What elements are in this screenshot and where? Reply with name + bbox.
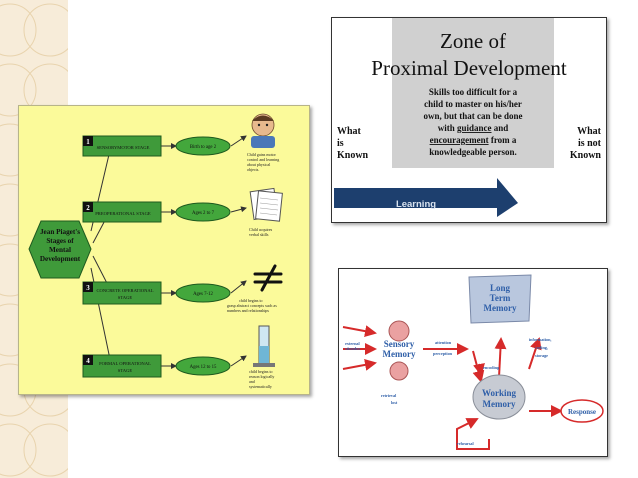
test-tube-icon xyxy=(253,325,275,367)
stage-number: 1 xyxy=(86,138,90,146)
stage-label: FORMAL OPERATIONAL xyxy=(99,361,151,366)
stage-age: Ages 12 to 15 xyxy=(190,365,217,370)
stage-desc-4: objects. xyxy=(247,167,259,172)
attention-1: attention xyxy=(435,340,452,345)
response-oval xyxy=(560,399,604,423)
retrieval-right-3: storage xyxy=(535,353,548,358)
stage-desc-1: Child gains motor xyxy=(247,152,277,157)
learning-arrow xyxy=(334,178,518,217)
working-1: Working xyxy=(482,388,517,398)
zpd-known-3: Known xyxy=(337,150,369,161)
center-line-4: Development xyxy=(40,255,81,263)
stage-4: 4 FORMAL OPERATIONAL STAGE Ages 12 to 15… xyxy=(82,325,275,389)
papers-icon xyxy=(249,187,283,222)
zpd-middle-2: child to master on his/her xyxy=(424,99,522,109)
stage-desc-2: control and learning xyxy=(247,157,279,162)
zpd-middle-3: own, but that can be done xyxy=(423,111,522,121)
zpd-unknown-3: Known xyxy=(570,150,602,161)
retrieval-right-1: information, xyxy=(529,337,551,342)
stage-3: 3 CONCRETE OPERATIONAL STAGE Ages 7-12 c… xyxy=(82,264,283,313)
center-line-2: Stages of xyxy=(46,237,74,245)
retrieval-right-2: coding, xyxy=(535,345,548,350)
stage-desc-3: and xyxy=(249,379,255,384)
stage-age: Ages 2 to 7 xyxy=(192,211,215,216)
zpd-known-2: is xyxy=(337,138,344,149)
zpd-guidance: guidance xyxy=(457,123,492,133)
zpd-middle-4: with guidance and xyxy=(438,123,509,133)
memory-arrows xyxy=(342,325,563,450)
proximal-zone xyxy=(392,18,554,168)
lost-label: lost xyxy=(391,400,398,405)
stage-desc-2: grasp abstract concepts such as xyxy=(227,303,277,308)
stage-desc-2: verbal skills xyxy=(249,232,269,237)
stage-desc-3: about physical xyxy=(247,162,271,167)
sensory-2: Memory xyxy=(383,349,416,359)
encoding-label: encoding xyxy=(483,365,500,370)
stage-age: Birth to age 2 xyxy=(190,145,217,150)
stage-number: 2 xyxy=(86,204,90,212)
zpd-from-a: from a xyxy=(489,135,517,145)
long-term-2: Term xyxy=(490,293,511,303)
response-label: Response xyxy=(568,408,596,416)
zone-of-proximal-development: Zone of Proximal Development Skills too … xyxy=(331,17,607,223)
stage-label-2: STAGE xyxy=(118,295,133,300)
stage-number: 3 xyxy=(86,284,90,292)
long-term-3: Memory xyxy=(484,303,517,313)
long-term-1: Long xyxy=(490,283,511,293)
piaget-center-hexagon xyxy=(28,220,92,279)
center-line-3: Mental xyxy=(49,246,71,254)
stage-2: 2 PREOPERATIONAL STAGE Ages 2 to 7 Child… xyxy=(82,187,283,237)
stage-1: 1 SENSORYMOTOR STAGE Birth to age 2 Chil… xyxy=(82,113,279,172)
stage-desc-2: reason logically xyxy=(249,374,274,379)
baby-icon xyxy=(251,113,275,148)
center-line-1: Jean Piaget's xyxy=(40,228,80,236)
zpd-and: and xyxy=(492,123,509,133)
zpd-known-1: What xyxy=(337,126,362,137)
working-2: Memory xyxy=(483,399,516,409)
stage-label-2: STAGE xyxy=(118,368,133,373)
learning-label: Learning xyxy=(396,199,436,210)
stage-desc-3: numbers and relationships xyxy=(227,308,269,313)
rehearsal-label: rehearsal xyxy=(457,441,475,446)
stage-number: 4 xyxy=(86,357,90,365)
stage-label: SENSORYMOTOR STAGE xyxy=(97,145,150,150)
zpd-middle-1: Skills too difficult for a xyxy=(429,87,518,97)
stage-connectors xyxy=(90,135,247,369)
input-2: stimulus xyxy=(345,346,360,351)
working-memory: Working Memory xyxy=(472,374,526,420)
stage-desc-4: systematically xyxy=(249,384,272,389)
stage-desc-1: child begins to xyxy=(249,369,273,374)
zpd-unknown-2: is not xyxy=(578,138,602,149)
attention-2: perception xyxy=(433,351,453,356)
zpd-encouragement: encouragement xyxy=(430,135,489,145)
zpd-title-1: Zone of xyxy=(440,29,506,53)
sensory-memory: Sensory Memory xyxy=(383,320,416,381)
zpd-unknown-1: What xyxy=(577,126,602,137)
zpd-title-2: Proximal Development xyxy=(371,56,567,80)
input-1: external xyxy=(345,341,360,346)
stage-label: PREOPERATIONAL STAGE xyxy=(95,211,151,216)
memory-model-diagram: Long Term Memory Sensory Memory Working … xyxy=(338,268,608,457)
stage-label: CONCRETE OPERATIONAL xyxy=(96,288,153,293)
stage-desc-1: child begins to xyxy=(239,298,263,303)
long-term-memory-box: Long Term Memory xyxy=(468,274,532,324)
stage-age: Ages 7-12 xyxy=(193,292,213,297)
zpd-with: with xyxy=(438,123,457,133)
piaget-stages-diagram: Jean Piaget's Stages of Mental Developme… xyxy=(18,105,310,395)
zpd-middle-6: knowledgeable person. xyxy=(429,147,517,157)
zpd-middle-5: encouragement from a xyxy=(430,135,517,145)
retrieval-label: retrieval xyxy=(381,393,397,398)
stage-desc-1: Child acquires xyxy=(249,227,273,232)
sensory-1: Sensory xyxy=(384,339,415,349)
not-equal-icon xyxy=(253,264,283,292)
